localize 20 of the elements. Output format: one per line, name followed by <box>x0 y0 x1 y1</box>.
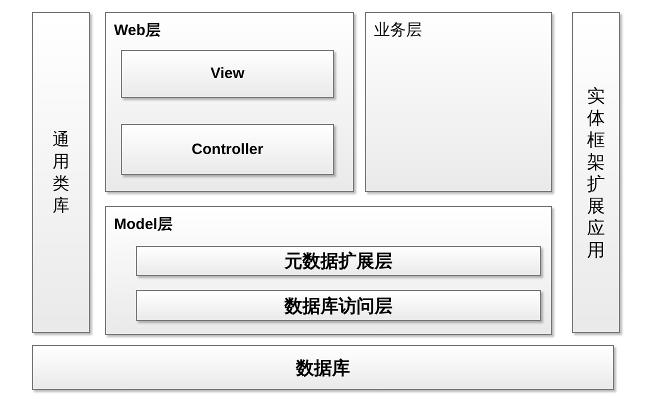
layer-box <box>32 345 614 390</box>
column-box <box>572 12 620 333</box>
component-label: Controller <box>192 140 264 160</box>
layer-label: 数据库 <box>296 358 350 378</box>
sublayer-label: 数据库访问层 <box>284 296 392 316</box>
component-label: View <box>210 64 244 84</box>
layer-label: 业务层 <box>374 22 422 40</box>
column-label: 通用类库 <box>52 128 70 216</box>
column-box <box>32 12 90 333</box>
sublayer-box <box>136 290 541 321</box>
sublayer-box <box>136 246 541 276</box>
layer-box <box>365 12 552 192</box>
layer-label: Model层 <box>114 216 172 234</box>
layer-label: Web层 <box>114 22 160 40</box>
layer-box <box>105 12 354 192</box>
sublayer-label: 元数据扩展层 <box>284 251 392 271</box>
layer-box <box>105 206 552 335</box>
column-label: 实体框架扩展应用 <box>586 84 606 260</box>
component-box <box>121 124 334 175</box>
component-box <box>121 50 334 98</box>
